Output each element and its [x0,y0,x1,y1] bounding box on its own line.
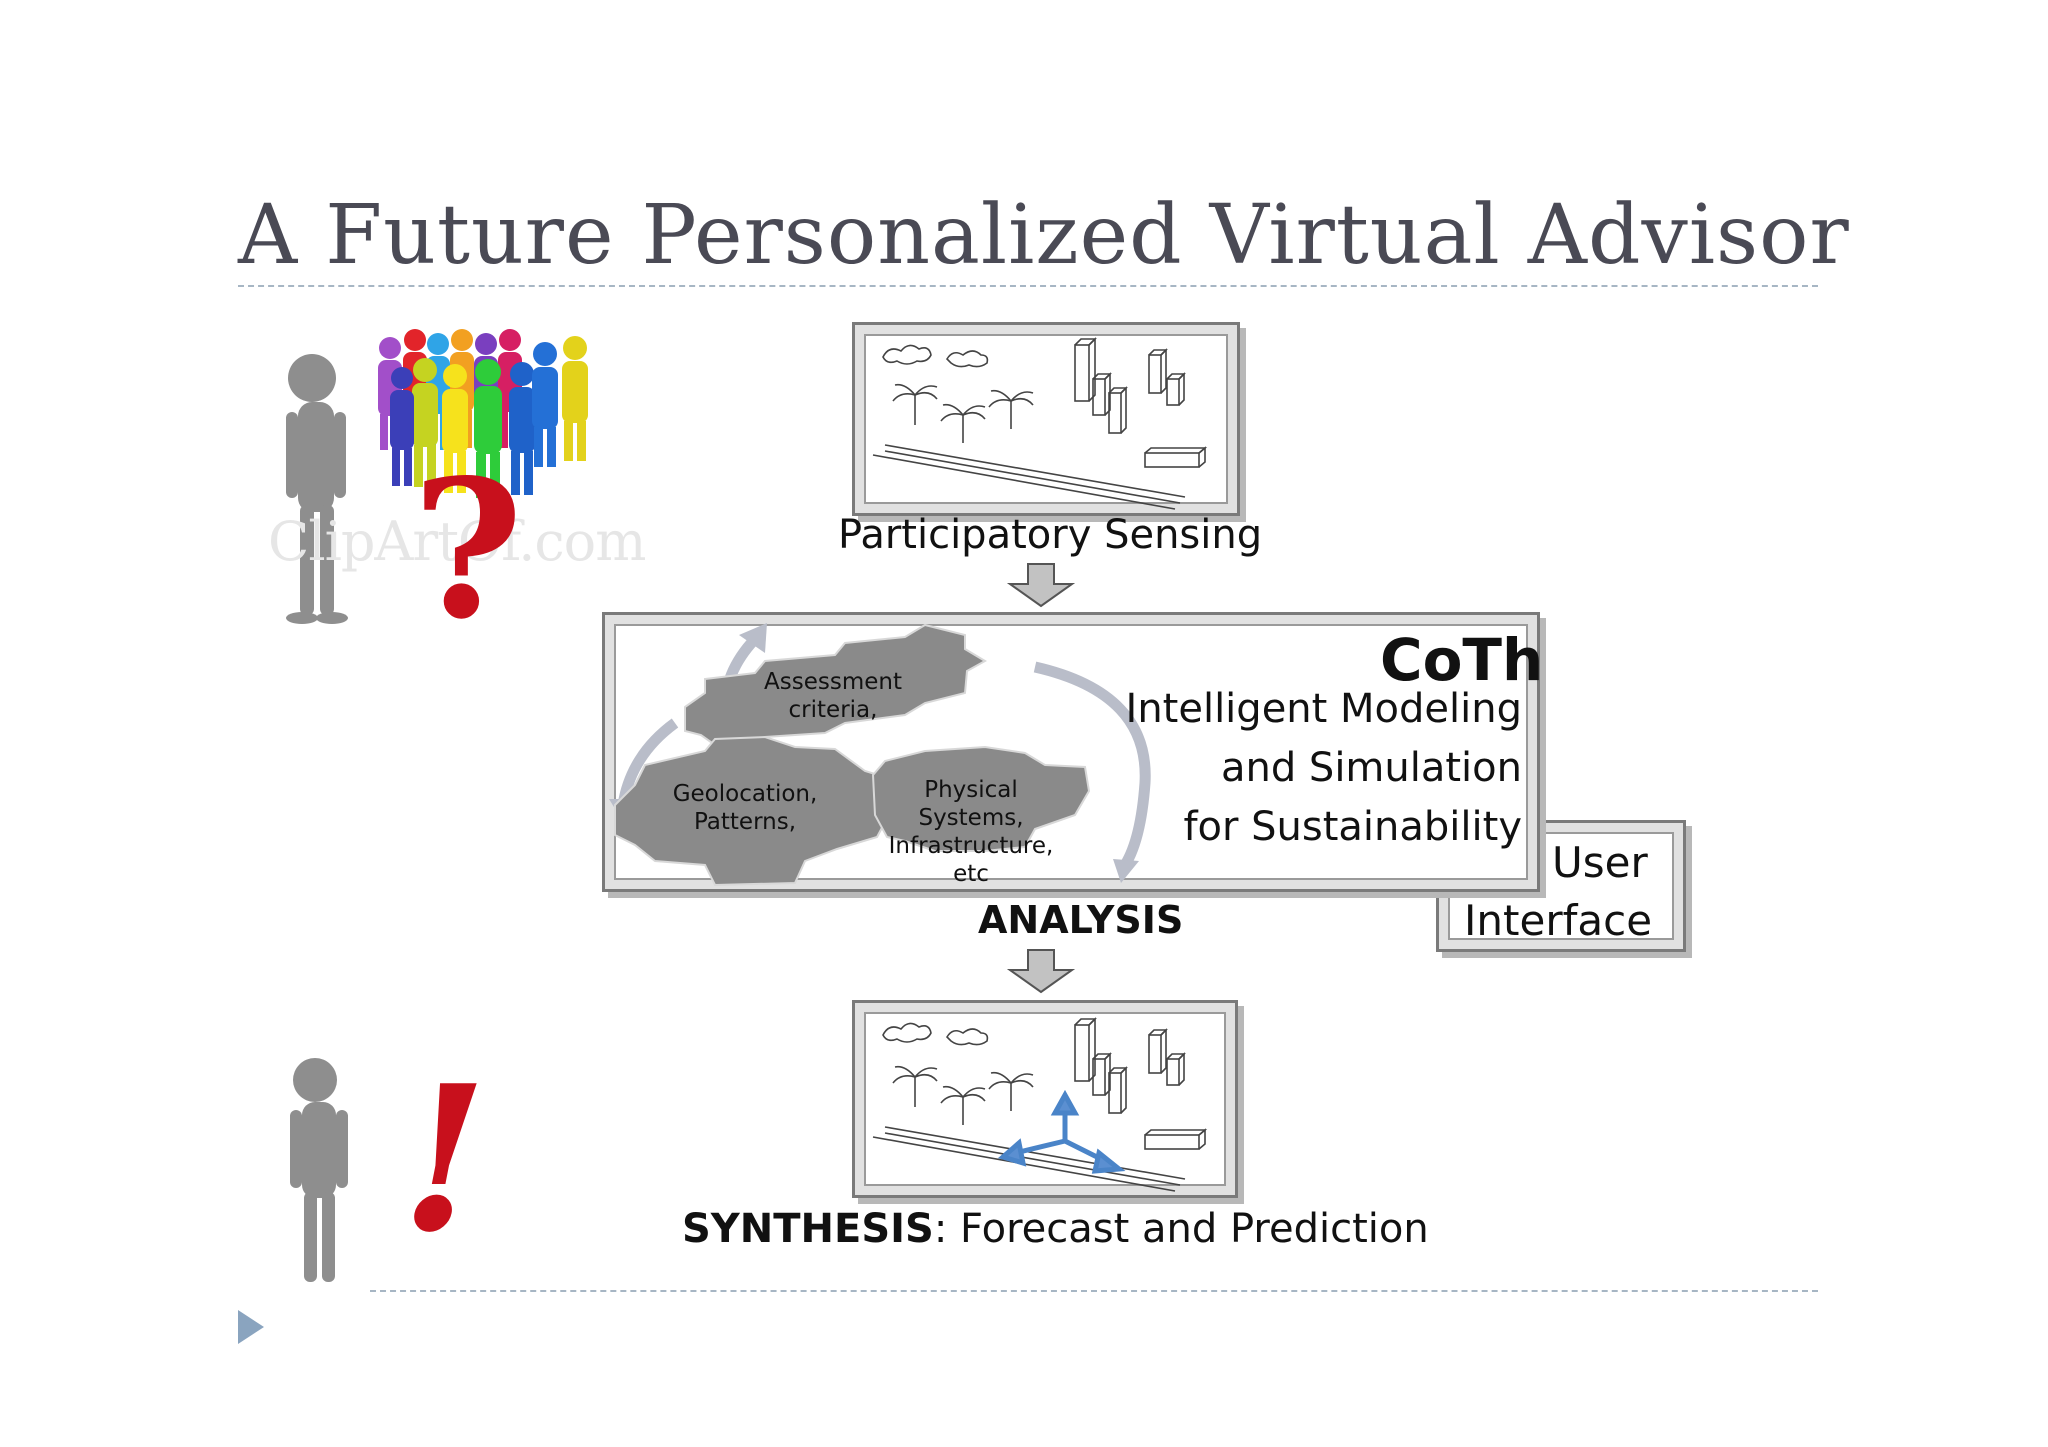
watermark-text: ClipArtOf.com [268,510,646,573]
analysis-frame [602,612,1540,892]
question-mark-icon: ? [412,438,524,661]
city-forecast-icon [872,1017,1208,1192]
direction-arrows-icon [997,1089,1126,1174]
down-arrow-2-icon [1006,948,1076,994]
city-scene-icon [872,337,1208,510]
footer-divider [370,1290,1818,1292]
synthesis-label: SYNTHESIS: Forecast and Prediction [682,1206,1429,1252]
user-interface-line2: Interface [1464,896,1653,945]
synthesis-scene-frame [852,1000,1238,1198]
crowd-people-icon [378,329,588,498]
exclamation-mark-icon: ! [400,1042,488,1277]
down-arrow-icon [1006,562,1076,608]
gears-diagram [609,623,1151,887]
slide-title: A Future Personalized Virtual Advisor [238,188,1850,283]
gear-label-assessment: Assessment criteria, [764,669,902,723]
gear-shapes [614,623,1091,887]
sensing-label: Participatory Sensing [838,512,1263,558]
analysis-label: ANALYSIS [978,898,1184,942]
coth-brand: CoTh [1380,626,1544,694]
slide-nav-triangle-icon [238,1310,264,1344]
gray-person-icon [286,354,348,624]
synthesis-label-bold: SYNTHESIS [682,1206,934,1252]
synthesis-label-rest: : Forecast and Prediction [933,1206,1429,1252]
analysis-desc-line1: Intelligent Modeling [1125,686,1522,732]
gear-label-geolocation: Geolocation, Patterns, [672,781,818,835]
analysis-desc-line3: for Sustainability [1183,804,1522,850]
analysis-desc-line2: and Simulation [1220,745,1522,791]
sensing-scene-frame [852,322,1240,516]
crowd-illustration [240,290,620,670]
gear-label-physical: Physical Systems, Infrastructure, etc [888,777,1054,887]
user-interface-line1: User [1552,838,1648,887]
gray-person-bottom-icon [270,1050,380,1290]
title-divider [238,285,1818,287]
